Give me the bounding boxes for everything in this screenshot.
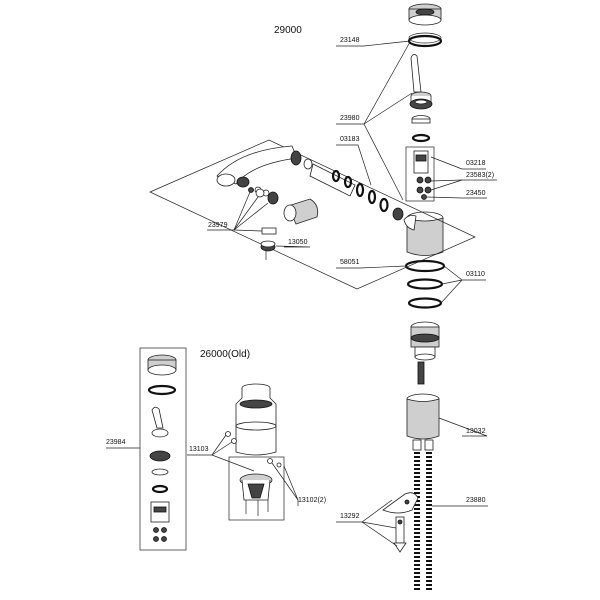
label-13032: 13032 (466, 428, 486, 435)
label-23583: 23583(2) (466, 172, 495, 179)
mounting-bracket-13292-part (382, 492, 419, 553)
diverter-part (283, 198, 319, 225)
label-23450: 23450 (466, 190, 486, 197)
label-03110: 03110 (466, 271, 485, 278)
shank-thread-part (417, 361, 425, 385)
base-body-part (410, 321, 440, 361)
label-13102: 13102(2) (298, 497, 327, 504)
old-body-26000-part (235, 383, 277, 456)
ring-23148-part (407, 32, 443, 48)
label-23148: 23148 (340, 37, 360, 44)
cartridge-box (405, 146, 435, 202)
label-23880: 23880 (466, 497, 486, 504)
label-13103: 13103 (189, 446, 209, 453)
label-03218: 03218 (466, 160, 486, 167)
spout-plane-outline (149, 139, 476, 290)
model-29000-title: 29000 (274, 25, 302, 36)
bearing-part (409, 98, 433, 110)
o-ring-03110-lower-part (407, 297, 443, 309)
model-26000-old-title: 26000(Old) (200, 349, 251, 360)
label-03183: 03183 (340, 136, 360, 143)
spout-body-part (403, 211, 444, 256)
retainer-part (411, 115, 431, 124)
o-ring-03110-upper-part (406, 278, 444, 290)
pullout-spout-part (216, 145, 298, 197)
label-23984: 23984 (106, 439, 126, 446)
o-ring-part (411, 133, 431, 143)
o-ring-58051-part (404, 259, 446, 273)
hoses-23880-part (412, 439, 434, 590)
leader-lines (106, 40, 497, 547)
cartridge-kit-23984-box (139, 347, 187, 551)
body-cylinder-13032-part (406, 393, 440, 440)
label-13050: 13050 (288, 239, 308, 246)
label-23980: 23980 (340, 115, 360, 122)
label-13292: 13292 (340, 513, 360, 520)
lever-rod-part (410, 54, 432, 103)
label-23979: 23979 (208, 222, 228, 229)
old-base-part (239, 473, 273, 516)
spout-washers-part (290, 150, 404, 221)
label-58051: 58051 (340, 259, 360, 266)
screws-13103-part (225, 431, 282, 468)
cartridge-part (413, 150, 432, 200)
top-cap-part (408, 3, 442, 26)
spray-parts-23979 (248, 187, 279, 260)
cartridge-kit-23984-parts (147, 354, 177, 542)
old-base-box (228, 456, 285, 521)
